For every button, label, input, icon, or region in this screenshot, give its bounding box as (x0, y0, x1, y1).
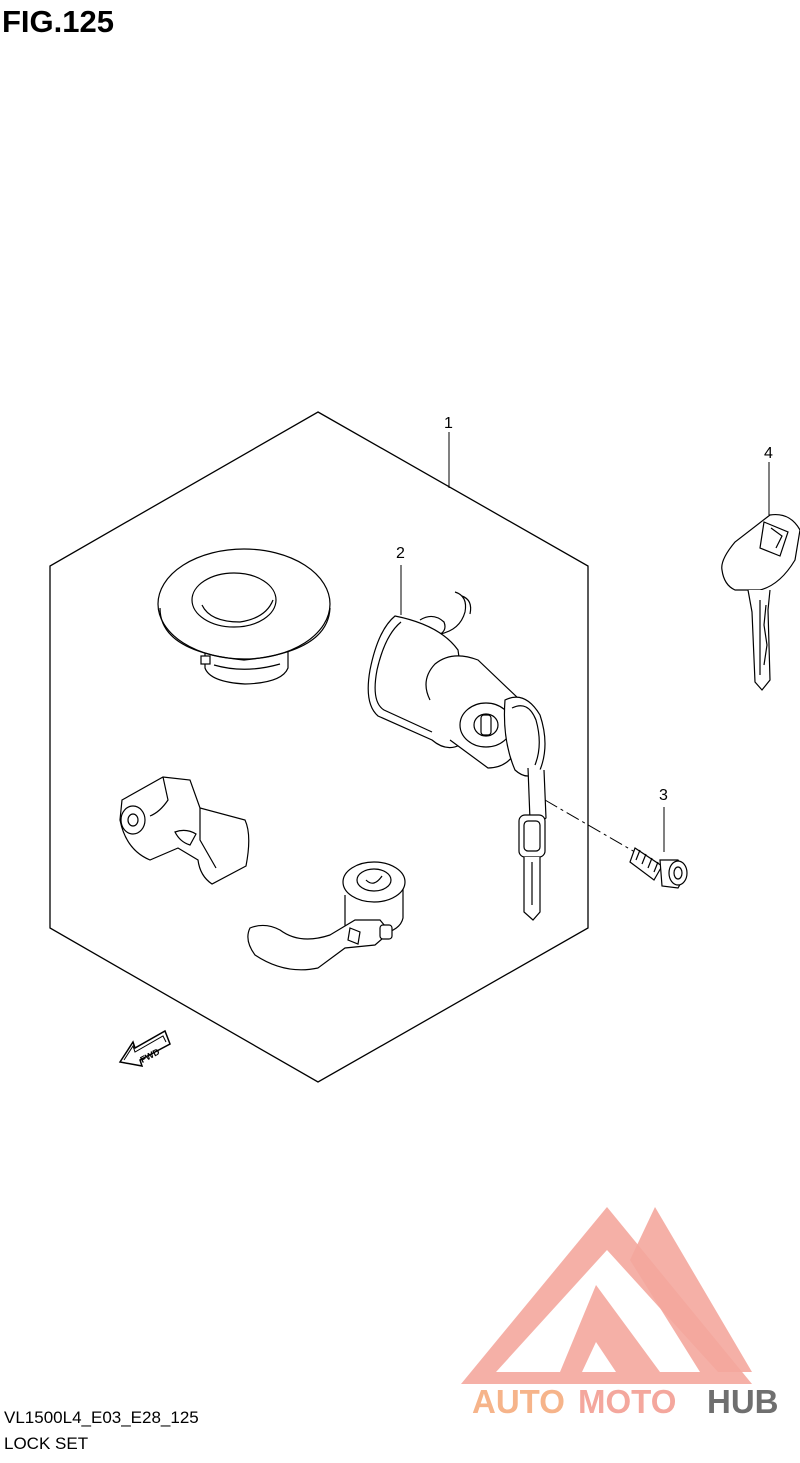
screw-axis-dashed (544, 799, 641, 856)
callout-2: 2 (396, 545, 405, 562)
section-name: LOCK SET (4, 1434, 89, 1453)
latch-lock-part (247, 861, 406, 971)
model-code: VL1500L4_E03_E28_125 (4, 1408, 199, 1427)
callout-1: 1 (444, 415, 453, 432)
callout-3: 3 (659, 787, 668, 804)
fwd-arrow-icon: FWD (118, 1029, 171, 1067)
watermark-text-hub: HUB (707, 1383, 779, 1420)
key-part (721, 513, 800, 691)
figure-title: FIG.125 (2, 4, 114, 39)
lock-cap-part (157, 548, 331, 685)
kit-boundary-hexagon (49, 411, 589, 1083)
main-lock-assembly-part (367, 591, 547, 921)
watermark-text-moto: MOTO (578, 1383, 676, 1420)
watermark-text-auto: AUTO (472, 1383, 565, 1420)
lock-case-part (119, 776, 250, 885)
callout-4: 4 (764, 445, 773, 462)
watermark-logo-icon: AUTO MOTO HUB (461, 1207, 779, 1420)
screw-part (629, 847, 688, 889)
